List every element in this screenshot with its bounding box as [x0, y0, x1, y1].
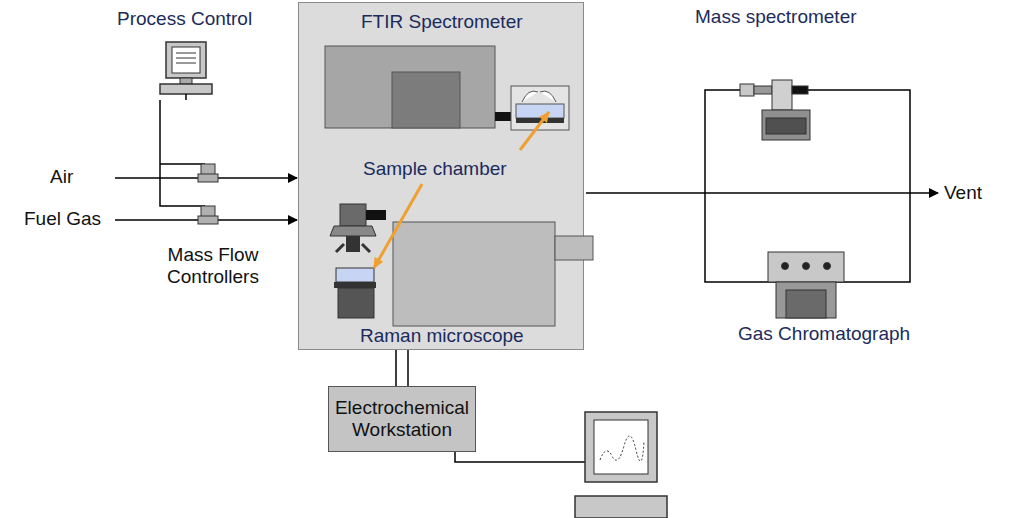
node-text: Electrochemical Workstation: [333, 397, 471, 441]
gas-label: Air: [50, 166, 73, 188]
vent-line: [586, 192, 938, 194]
cable-connector: [396, 350, 408, 386]
device-label: Mass spectrometer: [695, 6, 857, 28]
analyser-loop: [705, 90, 910, 282]
monitor-icon: [575, 412, 667, 518]
node-text: Raman microscope: [360, 325, 524, 347]
instrument-enclosure: FTIR SpectrometerSample chamberRaman mic…: [298, 2, 584, 350]
gas-chromatograph-icon: [768, 252, 844, 318]
signal-wire: [455, 452, 585, 462]
computer-icon: [160, 42, 212, 94]
mass-flow-controller: [198, 164, 218, 224]
mass-spectrometer-icon: [740, 80, 810, 140]
device-label: Mass Flow Controllers: [147, 244, 279, 288]
control-wire: [160, 94, 205, 206]
outlet-label: Vent: [944, 182, 982, 204]
device-label: Gas Chromatograph: [738, 323, 910, 345]
workstation-box: Electrochemical Workstation: [328, 386, 476, 452]
node-text: FTIR Spectrometer: [361, 11, 523, 33]
device-label: Process Control: [117, 8, 252, 30]
node-text: Sample chamber: [363, 158, 507, 180]
gas-label: Fuel Gas: [24, 208, 101, 230]
